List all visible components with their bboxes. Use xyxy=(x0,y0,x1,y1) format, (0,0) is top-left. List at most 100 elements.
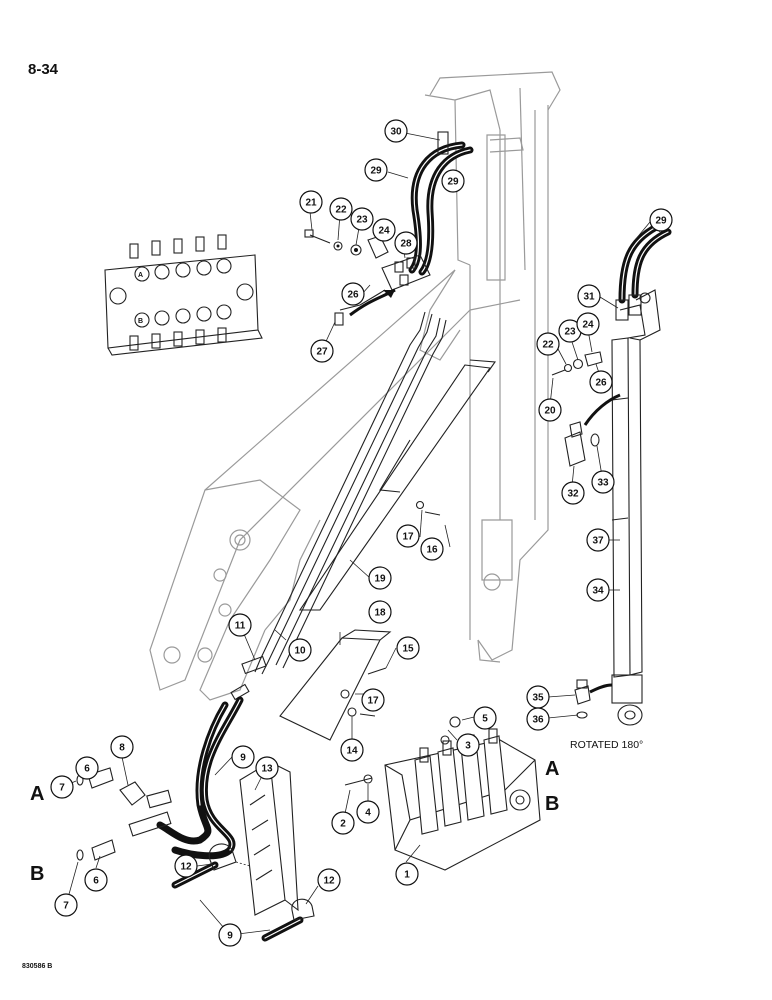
valve-port-b-label: B xyxy=(545,793,559,815)
callout-number: 4 xyxy=(365,808,371,819)
callout-c32: 32 xyxy=(561,481,585,505)
hose-clamp-bracket xyxy=(208,761,315,921)
callout-c37: 37 xyxy=(586,528,610,552)
page-number: 8-34 xyxy=(28,61,59,78)
mounting-hardware-upper xyxy=(304,229,389,326)
callout-c27: 27 xyxy=(310,339,334,363)
callout-number: 24 xyxy=(378,226,390,237)
callout-number: 9 xyxy=(227,931,233,942)
callout-circle xyxy=(586,528,610,552)
port-a-mark: A xyxy=(138,272,143,279)
callout-c16: 16 xyxy=(420,537,444,561)
callout-c19: 19 xyxy=(368,566,392,590)
callout-circle xyxy=(526,707,550,731)
callout-c18: 18 xyxy=(368,600,392,624)
callout-number: 26 xyxy=(347,290,359,301)
callout-number: 21 xyxy=(305,198,317,209)
callout-circle xyxy=(299,190,323,214)
callout-number: 20 xyxy=(544,406,556,417)
callout-c29b: 29 xyxy=(441,169,465,193)
boom-outline xyxy=(149,71,561,701)
rotated-note: ROTATED 180° xyxy=(570,739,643,751)
callout-circle xyxy=(310,339,334,363)
callout-circle xyxy=(231,745,255,769)
callout-number: 36 xyxy=(532,715,544,726)
callout-c24a: 24 xyxy=(372,218,396,242)
port-b-mark: B xyxy=(138,318,143,325)
boom-tubes xyxy=(230,311,447,701)
callout-number: 10 xyxy=(294,646,306,657)
callout-circle xyxy=(218,923,242,947)
callout-c28: 28 xyxy=(394,231,418,255)
callout-number: 33 xyxy=(597,478,609,489)
callout-circle xyxy=(561,481,585,505)
callout-circle xyxy=(110,735,134,759)
callout-c9a: 9 xyxy=(231,745,255,769)
callout-circle xyxy=(394,231,418,255)
callout-c22a: 22 xyxy=(329,197,353,221)
callout-circle xyxy=(329,197,353,221)
callout-circle xyxy=(84,868,108,892)
callout-circle xyxy=(368,600,392,624)
callout-circle xyxy=(331,811,355,835)
callout-c2: 2 xyxy=(331,811,355,835)
callout-c7a: 7 xyxy=(50,775,74,799)
callout-number: 31 xyxy=(583,292,595,303)
callout-circle xyxy=(395,862,419,886)
callout-c26a: 26 xyxy=(341,282,365,306)
callout-c11: 11 xyxy=(228,613,252,637)
callout-c7b: 7 xyxy=(54,893,78,917)
callout-c12b: 12 xyxy=(317,868,341,892)
callout-number: 18 xyxy=(374,608,386,619)
callout-circle xyxy=(368,566,392,590)
callout-number: 16 xyxy=(426,545,438,556)
callout-circle xyxy=(396,524,420,548)
callout-number: 23 xyxy=(356,215,368,226)
callout-circle xyxy=(340,738,364,762)
callout-c3: 3 xyxy=(456,733,480,757)
callout-c26b: 26 xyxy=(589,370,613,394)
callout-number: 30 xyxy=(390,127,402,138)
callout-number: 35 xyxy=(532,693,544,704)
callout-number: 12 xyxy=(323,876,335,887)
hoses-lower xyxy=(156,696,304,942)
callout-circle xyxy=(75,756,99,780)
callout-circle xyxy=(441,169,465,193)
callout-circle xyxy=(591,470,615,494)
callout-number: 6 xyxy=(93,876,99,887)
valve-port-a-label: A xyxy=(545,758,559,780)
callout-c29c: 29 xyxy=(649,208,673,232)
port-a-label: A xyxy=(30,783,44,805)
callout-circle xyxy=(649,208,673,232)
callout-c14: 14 xyxy=(340,738,364,762)
callout-c17b: 17 xyxy=(361,688,385,712)
callout-number: 32 xyxy=(567,489,579,500)
callout-number: 17 xyxy=(367,696,379,707)
callout-c20: 20 xyxy=(538,398,562,422)
callout-circle xyxy=(54,893,78,917)
callout-circle xyxy=(576,312,600,336)
callout-number: 2 xyxy=(340,819,346,830)
callout-circle xyxy=(536,332,560,356)
callout-number: 9 xyxy=(240,753,246,764)
callout-number: 29 xyxy=(447,177,459,188)
callout-circle xyxy=(317,868,341,892)
callout-circle xyxy=(356,800,380,824)
callout-number: 19 xyxy=(374,574,386,585)
callout-circle xyxy=(288,638,312,662)
cylinder-assembly xyxy=(551,221,672,726)
callout-number: 8 xyxy=(119,743,125,754)
control-valve xyxy=(344,716,541,871)
guard-hardware xyxy=(340,500,441,717)
callout-number: 5 xyxy=(482,714,488,725)
callout-circle xyxy=(589,370,613,394)
callout-circle xyxy=(174,854,198,878)
callout-circle xyxy=(384,119,408,143)
callout-circle xyxy=(364,158,388,182)
callout-circle xyxy=(396,636,420,660)
callout-c8: 8 xyxy=(110,735,134,759)
callout-number: 24 xyxy=(582,320,594,331)
callout-c10: 10 xyxy=(288,638,312,662)
callout-c33: 33 xyxy=(591,470,615,494)
callout-c29a: 29 xyxy=(364,158,388,182)
